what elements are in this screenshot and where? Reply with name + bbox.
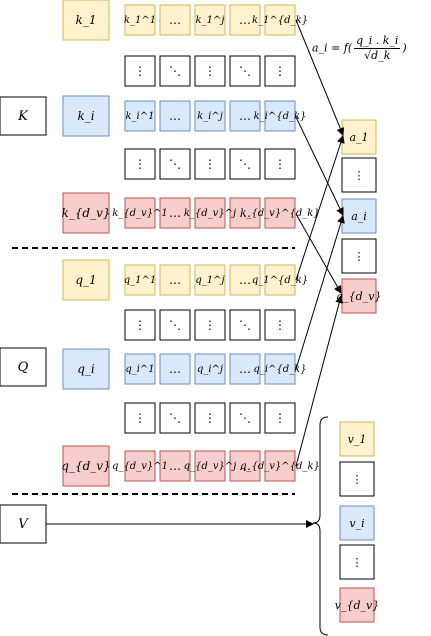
key-k1-row-label-box	[62, 0, 110, 41]
key-a-ellipsis-cell-3	[194, 55, 226, 87]
query-b-ellipsis-cell-1	[124, 402, 156, 434]
query-a-ellipsis-cell-2	[159, 309, 191, 341]
key-ki-cell-5	[264, 100, 296, 132]
key-ki-cell-4	[229, 100, 261, 132]
value-cell-5	[339, 587, 375, 623]
query-qi-row-label-box	[62, 348, 110, 390]
query-q1-cell-1	[124, 264, 156, 296]
key-kd-row-label-box	[62, 192, 110, 234]
matrix-k-box	[0, 96, 47, 136]
key-b-ellipsis-cell-4	[229, 148, 261, 180]
query-q1-cell-2	[159, 264, 191, 296]
value-cell-2	[339, 461, 375, 497]
arrow-k1-to-a1	[295, 19, 345, 136]
query-a-ellipsis-cell-4	[229, 309, 261, 341]
key-kd-cell-2	[159, 197, 191, 229]
key-a-ellipsis-cell-4	[229, 55, 261, 87]
formula-lhs: a_i = f(	[312, 41, 353, 55]
key-kd-cell-3	[194, 197, 226, 229]
query-qd-row-label-box	[62, 445, 110, 487]
query-qd-cell-1	[124, 450, 156, 482]
key-k1-cell-3	[194, 4, 226, 36]
matrix-v-box	[0, 504, 47, 544]
query-qi-cell-1	[124, 353, 156, 385]
query-a-ellipsis-cell-5	[264, 309, 296, 341]
value-cell-3	[339, 505, 375, 541]
attention-cell-1	[341, 119, 377, 155]
key-b-ellipsis-cell-5	[264, 148, 296, 180]
key-a-ellipsis-cell-1	[124, 55, 156, 87]
query-q1-cell-3	[194, 264, 226, 296]
key-ki-cell-2	[159, 100, 191, 132]
query-q1-cell-4	[229, 264, 261, 296]
arrow-ki-to-ai	[295, 116, 344, 216]
value-brace	[312, 416, 329, 636]
attention-cell-5	[341, 278, 377, 314]
arrow-q1-to-a1	[295, 135, 345, 281]
key-a-ellipsis-cell-5	[264, 55, 296, 87]
matrix-q-box	[0, 347, 47, 387]
arrow-qd-to-ad	[295, 295, 344, 467]
key-b-ellipsis-cell-3	[194, 148, 226, 180]
query-qi-cell-3	[194, 353, 226, 385]
key-kd-cell-1	[124, 197, 156, 229]
query-b-ellipsis-cell-4	[229, 402, 261, 434]
query-q1-cell-5	[264, 264, 296, 296]
query-qd-cell-4	[229, 450, 261, 482]
query-qd-cell-2	[159, 450, 191, 482]
query-qi-cell-4	[229, 353, 261, 385]
formula-numerator: q_i . k_i	[354, 34, 401, 49]
attention-cell-4	[341, 238, 377, 274]
query-a-ellipsis-cell-3	[194, 309, 226, 341]
value-cell-4	[339, 544, 375, 580]
key-k1-cell-4	[229, 4, 261, 36]
query-qi-cell-5	[264, 353, 296, 385]
formula-denominator: √d_k	[364, 49, 391, 62]
key-k1-cell-1	[124, 4, 156, 36]
key-k1-cell-5	[264, 4, 296, 36]
key-ki-cell-1	[124, 100, 156, 132]
attention-cell-3	[341, 198, 377, 234]
key-a-ellipsis-cell-2	[159, 55, 191, 87]
key-ki-row-label-box	[62, 95, 110, 137]
attention-formula: a_i = f(q_i . k_i√d_k)	[312, 34, 407, 63]
arrow-qi-to-ai	[295, 215, 345, 370]
key-k1-cell-2	[159, 4, 191, 36]
key-kd-cell-5	[264, 197, 296, 229]
query-qi-cell-2	[159, 353, 191, 385]
query-a-ellipsis-cell-1	[124, 309, 156, 341]
formula-fraction: q_i . k_i√d_k	[354, 34, 401, 63]
query-b-ellipsis-cell-5	[264, 402, 296, 434]
value-cell-1	[339, 421, 375, 457]
attention-cell-2	[341, 157, 377, 193]
key-b-ellipsis-cell-1	[124, 148, 156, 180]
query-qd-cell-5	[264, 450, 296, 482]
query-qd-cell-3	[194, 450, 226, 482]
key-ki-cell-3	[194, 100, 226, 132]
key-b-ellipsis-cell-2	[159, 148, 191, 180]
key-kd-cell-4	[229, 197, 261, 229]
query-q1-row-label-box	[62, 259, 110, 301]
query-b-ellipsis-cell-3	[194, 402, 226, 434]
formula-rhs: )	[402, 41, 407, 55]
query-b-ellipsis-cell-2	[159, 402, 191, 434]
arrow-kd-to-ad	[295, 213, 342, 294]
